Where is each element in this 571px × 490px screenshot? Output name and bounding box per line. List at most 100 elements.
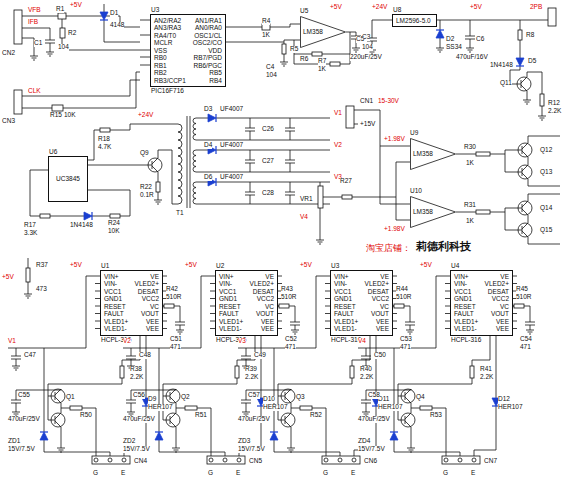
part-label: 1K: [466, 218, 474, 225]
pin-name: VOUT: [135, 310, 159, 317]
diode-symbol: [91, 212, 92, 220]
resistor-symbol: [540, 94, 544, 106]
part-label: ZD3: [238, 438, 250, 445]
ground-symbol: [352, 48, 360, 52]
part-label: CN7: [484, 458, 497, 465]
diode-symbol: [390, 431, 398, 432]
pin-name: VCC2: [135, 295, 159, 302]
transistor-symbol: [148, 158, 158, 172]
part-label: R53: [430, 412, 442, 419]
diode-symbol: [390, 432, 398, 440]
pin-name: VLED1+: [219, 318, 243, 325]
transistor-symbol: [518, 201, 532, 215]
resistor-symbol: [476, 152, 490, 156]
part-label: CN2: [2, 50, 15, 57]
part-label: R2: [68, 30, 76, 37]
diode-symbol: [436, 30, 444, 38]
part-number: LM358: [413, 208, 433, 215]
part-label: 15V/7.5V: [238, 446, 265, 453]
pin-name: VEE: [135, 318, 159, 325]
capacitor-symbol: [465, 36, 475, 39]
part-label: 471: [520, 344, 531, 351]
ic-chip: U3AN2/RA2AN3/RA3RA4/T0MCLRVSSRB0RB1RB2RB…: [150, 14, 226, 87]
pin-name: RB2: [154, 69, 186, 76]
transistor-symbol: [281, 413, 295, 427]
net-label: +24V: [372, 4, 387, 11]
transistor-symbol: [51, 389, 65, 403]
pin-name: VLED1-: [334, 325, 358, 332]
resistor-symbol: [120, 366, 124, 378]
part-label: Q13: [540, 169, 552, 176]
pin-name: VEE: [135, 325, 159, 332]
diode-symbol: [155, 431, 163, 432]
part-label: UF4007: [220, 106, 243, 113]
capacitor-symbol: [245, 192, 255, 195]
part-label: C56: [133, 392, 145, 399]
part-ref: U9: [410, 129, 418, 136]
pin-name: VIN-: [454, 280, 478, 287]
part-ref: U4: [451, 262, 459, 269]
part-label: C54: [520, 336, 532, 343]
part-label: E: [351, 470, 355, 477]
terminal: [237, 458, 241, 462]
part-label: 471: [285, 344, 296, 351]
part-label: C28: [262, 190, 274, 197]
part-label: R18: [98, 136, 110, 143]
part-label: R12: [548, 100, 560, 107]
ground-symbol: [466, 48, 474, 52]
pin-name: RB1: [154, 62, 186, 69]
pin-name: GND1: [104, 295, 128, 302]
net-label: +5V: [70, 2, 82, 9]
part-label: 4.7K: [98, 144, 111, 151]
net-label: VFB: [28, 7, 41, 14]
part-label: CN3: [2, 118, 15, 125]
pin-name: VIN+: [334, 273, 358, 280]
part-number: PIC16F716: [151, 87, 184, 94]
pin-name: VEE: [250, 318, 274, 325]
part-label: Q15: [540, 227, 552, 234]
net-label: +5V: [330, 4, 342, 11]
part-label: Q11: [500, 80, 512, 87]
part-label: R31: [464, 202, 476, 209]
part-label: C6: [476, 36, 484, 43]
part-label: 1N4148: [70, 222, 93, 229]
resistor-symbol: [262, 24, 270, 30]
resistor-symbol: [70, 406, 82, 410]
part-label: D2: [446, 36, 454, 43]
part-label: C48: [139, 352, 151, 359]
part-number: UC3845: [56, 175, 80, 182]
pin-name: DESAT: [485, 288, 509, 295]
pin-name: VC: [485, 303, 509, 310]
part-label: Q14: [540, 205, 552, 212]
pin-name: GND1: [454, 295, 478, 302]
capacitor-symbol: [126, 400, 136, 403]
resistor-symbol: [476, 210, 490, 214]
part-label: C55: [18, 392, 30, 399]
part-label: R37: [36, 262, 48, 269]
transistor-symbol: [518, 223, 532, 237]
net-label: V3: [238, 338, 246, 345]
part-label: CN4: [134, 458, 147, 465]
part-ref: U6: [49, 148, 57, 155]
pin-name: VLED1-: [219, 325, 243, 332]
part-label: T1: [176, 210, 184, 217]
pin-name: AN2/RA2: [154, 17, 186, 24]
diode-symbol: [40, 432, 48, 440]
pin-name: VIN-: [219, 280, 243, 287]
part-label: Q12: [540, 147, 552, 154]
ground-symbol: [12, 366, 20, 370]
ic-chip: U4VIN+VIN-VCC1GND1RESETFAULTVLED1+VLED1-…: [450, 270, 513, 336]
part-ref: U10: [410, 187, 422, 194]
part-label: G: [208, 470, 213, 477]
transistor-symbol: [518, 165, 528, 179]
transistor-symbol: [401, 389, 411, 403]
resistor-symbol: [514, 304, 524, 308]
part-label: G: [93, 470, 98, 477]
part-label: R52: [310, 412, 322, 419]
transistor-symbol: [51, 413, 61, 427]
part-label: Q9: [140, 150, 149, 157]
diode-symbol: [436, 30, 444, 38]
net-label: V1: [8, 338, 16, 345]
pin-name: GND1: [334, 295, 358, 302]
pin-name: FAULT: [104, 310, 128, 317]
